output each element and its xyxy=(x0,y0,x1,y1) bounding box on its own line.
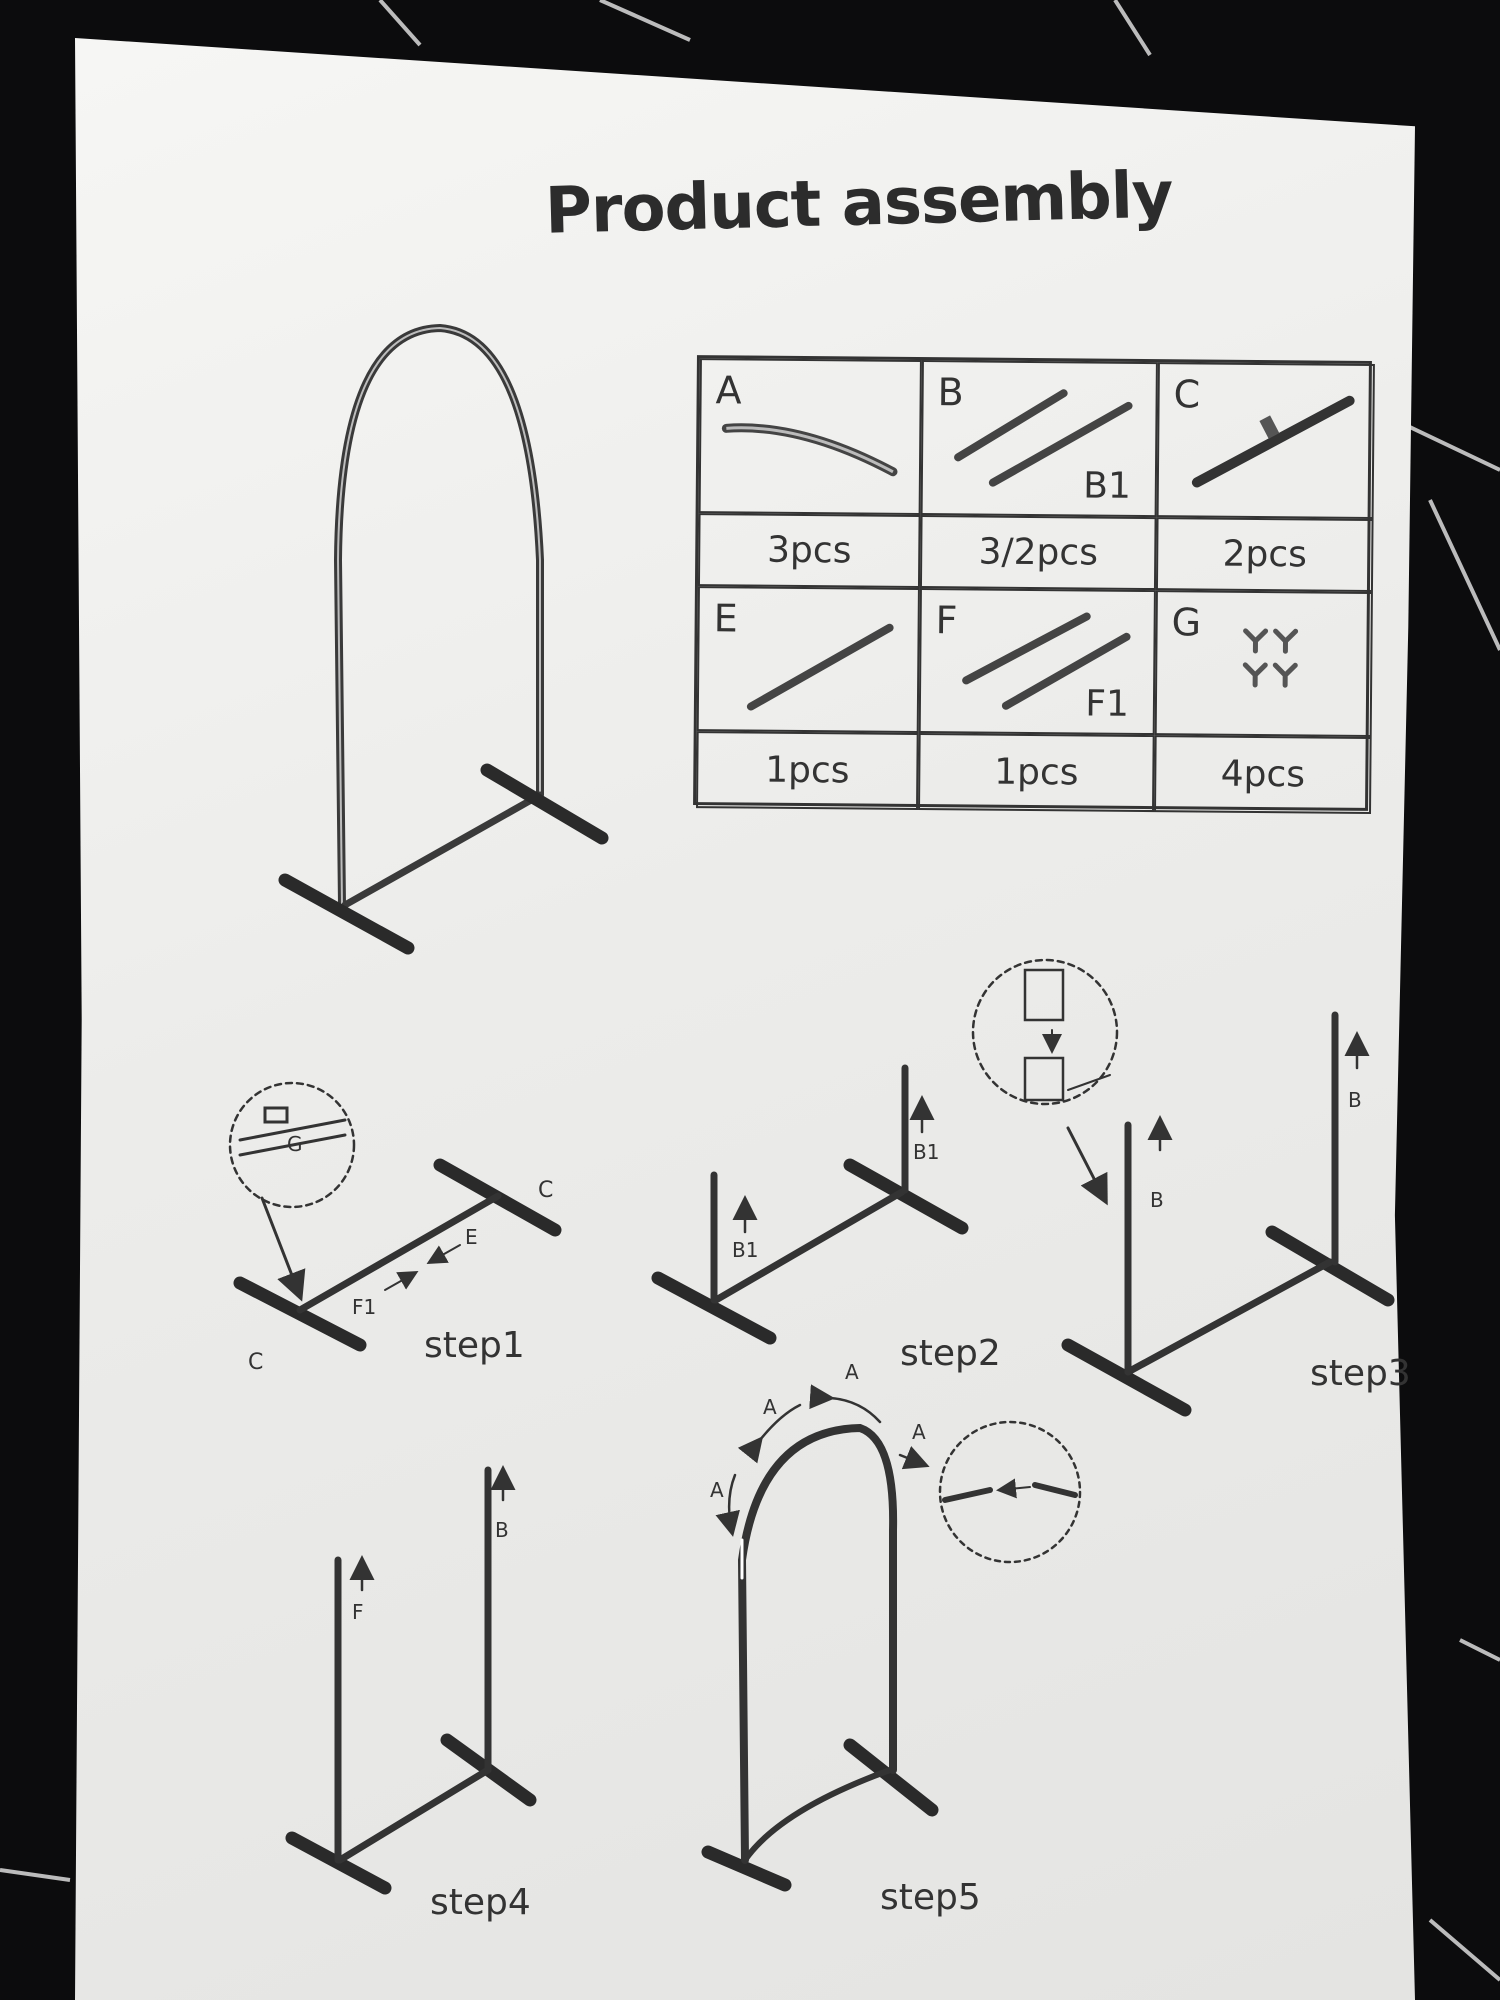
step5-arch-a-label: A xyxy=(912,1420,926,1444)
part-a-cell: A xyxy=(698,358,922,516)
step5-label: step5 xyxy=(880,1877,981,1918)
step2-drawing xyxy=(651,1064,969,1345)
step2-pole-b1-left-label: B1 xyxy=(732,1238,759,1262)
step4-pole-f-label: F xyxy=(352,1600,364,1624)
step4-label: step4 xyxy=(430,1882,531,1923)
step3-label: step3 xyxy=(1310,1353,1411,1394)
parts-table: A B B1 C 3pcs 3/2pcs 2pcs E F F xyxy=(693,355,1375,814)
connector-pole-icon xyxy=(746,623,894,711)
step2-pole-b1-right-label: B1 xyxy=(913,1140,940,1164)
part-g-cell: G xyxy=(1154,590,1373,737)
step3-pole-b-right-label: B xyxy=(1348,1088,1362,1112)
step4-pole-b-label: B xyxy=(495,1518,509,1542)
step5-arch-a-label: A xyxy=(710,1478,724,1502)
finished-arch-drawing xyxy=(278,323,609,955)
step5-drawing xyxy=(701,1384,1082,1892)
part-e-cell: E xyxy=(696,586,920,734)
curved-tube-icon xyxy=(721,423,898,477)
step1-pole-e-label: E xyxy=(465,1225,478,1249)
part-b-cell: B B1 xyxy=(920,360,1158,518)
step1-label: step1 xyxy=(424,1325,525,1366)
step5-arch-a-label: A xyxy=(845,1360,859,1384)
straight-pole-pair-icon xyxy=(962,612,1131,710)
y-connector-icon xyxy=(1242,628,1299,688)
straight-pole-pair-icon xyxy=(954,389,1133,487)
step5-arch-a-label: A xyxy=(763,1395,777,1419)
step1-callout-label: G xyxy=(287,1132,303,1156)
part-f-cell: F F1 xyxy=(918,588,1156,736)
step1-base-label-left: C xyxy=(248,1350,264,1375)
step2-label: step2 xyxy=(900,1333,1001,1374)
base-foot-icon xyxy=(1191,395,1355,488)
step4-drawing xyxy=(285,1465,537,1895)
step1-pole-f1-label: F1 xyxy=(352,1295,377,1319)
step3-pole-b-left-label: B xyxy=(1150,1188,1164,1212)
step1-base-label-right: C xyxy=(538,1178,554,1203)
step1-drawing xyxy=(228,1081,562,1352)
step3-drawing xyxy=(971,958,1395,1417)
part-c-cell: C xyxy=(1156,362,1375,519)
